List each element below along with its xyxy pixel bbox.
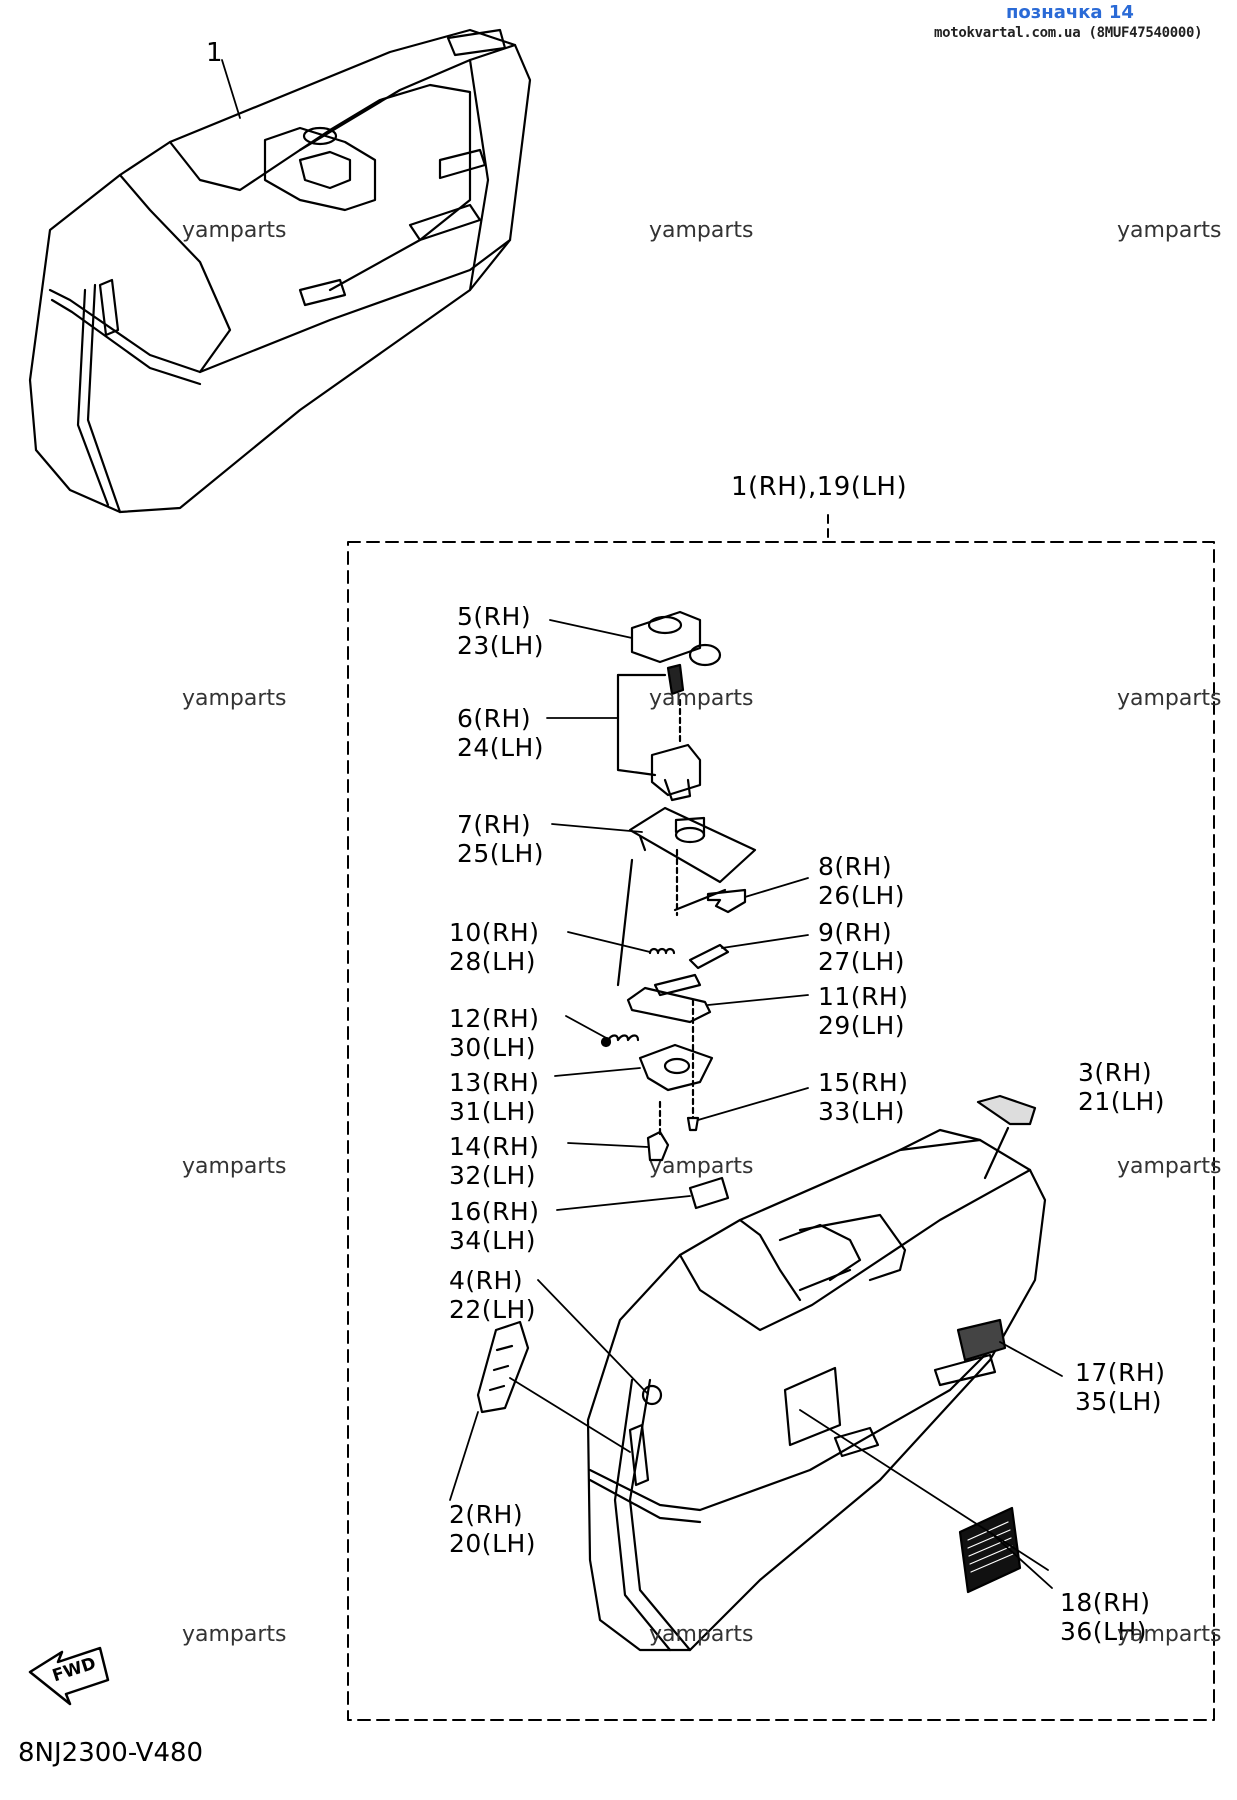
- callout-lh: 28(LH): [449, 947, 537, 976]
- callout-6-24: 6(RH) 24(LH): [457, 704, 544, 762]
- callout-4-22: 4(RH) 22(LH): [449, 1266, 536, 1324]
- callout-rh: 6(RH): [457, 704, 532, 733]
- callout-rh: 14(RH): [449, 1132, 540, 1161]
- callout-2-20: 2(RH) 20(LH): [449, 1500, 536, 1558]
- callout-rh: 4(RH): [449, 1266, 524, 1295]
- watermark: yamparts: [649, 686, 754, 711]
- callout-9-27: 9(RH) 27(LH): [818, 918, 905, 976]
- callout-rh: 2(RH): [449, 1500, 524, 1529]
- header-title: позначка 14: [1006, 2, 1134, 23]
- callout-rh: 17(RH): [1075, 1358, 1166, 1387]
- callout-18-36: 18(RH) 36(LH): [1060, 1588, 1151, 1646]
- callout-lh: 35(LH): [1075, 1387, 1163, 1416]
- watermark: yamparts: [1117, 1622, 1222, 1647]
- diagram-code: 8NJ2300-V480: [18, 1738, 204, 1768]
- watermark: yamparts: [182, 686, 287, 711]
- watermark: yamparts: [649, 1622, 754, 1647]
- saddlebag-detail: [586, 1128, 1047, 1652]
- callout-16-34: 16(RH) 34(LH): [449, 1197, 540, 1255]
- callout-lh: 29(LH): [818, 1011, 906, 1040]
- callout-lh: 32(LH): [449, 1161, 537, 1190]
- callout-rh: 7(RH): [457, 810, 532, 839]
- callout-lh: 20(LH): [449, 1529, 537, 1558]
- watermark: yamparts: [182, 1154, 287, 1179]
- callout-13-31: 13(RH) 31(LH): [449, 1068, 540, 1126]
- callout-lh: 26(LH): [818, 881, 906, 910]
- callout-lh: 21(LH): [1078, 1087, 1166, 1116]
- callout-12-30: 12(RH) 30(LH): [449, 1004, 540, 1062]
- callout-10-28: 10(RH) 28(LH): [449, 918, 540, 976]
- callout-lh: 27(LH): [818, 947, 906, 976]
- callout-lh: 33(LH): [818, 1097, 906, 1126]
- callout-rh: 3(RH): [1078, 1058, 1153, 1087]
- callout-rh: 11(RH): [818, 982, 909, 1011]
- callout-rh: 8(RH): [818, 852, 893, 881]
- callout-14-32: 14(RH) 32(LH): [449, 1132, 540, 1190]
- saddlebag-overview: [28, 28, 532, 514]
- callout-lh: 36(LH): [1060, 1617, 1148, 1646]
- callout-lh: 23(LH): [457, 631, 545, 660]
- callout-rh: 16(RH): [449, 1197, 540, 1226]
- callout-lh: 30(LH): [449, 1033, 537, 1062]
- callout-rh: 9(RH): [818, 918, 893, 947]
- group-callout: 1(RH),19(LH): [731, 472, 908, 502]
- callout-rh: 10(RH): [449, 918, 540, 947]
- callout-rh: 12(RH): [449, 1004, 540, 1033]
- callout-8-26: 8(RH) 26(LH): [818, 852, 905, 910]
- callout-rh: 5(RH): [457, 602, 532, 631]
- header-source: motokvartal.com.ua (8MUF47540000): [934, 25, 1203, 41]
- callout-rh: 18(RH): [1060, 1588, 1151, 1617]
- watermark: yamparts: [649, 218, 754, 243]
- callout-lh: 25(LH): [457, 839, 545, 868]
- watermark: yamparts: [182, 1622, 287, 1647]
- callout-top-1: 1: [206, 38, 223, 68]
- callout-3-21: 3(RH) 21(LH): [1078, 1058, 1165, 1116]
- callout-17-35: 17(RH) 35(LH): [1075, 1358, 1166, 1416]
- watermark: yamparts: [649, 1154, 754, 1179]
- watermark: yamparts: [1117, 218, 1222, 243]
- callout-11-29: 11(RH) 29(LH): [818, 982, 909, 1040]
- callout-lh: 31(LH): [449, 1097, 537, 1126]
- callout-5-23: 5(RH) 23(LH): [457, 602, 544, 660]
- callout-lh: 24(LH): [457, 733, 545, 762]
- callout-rh: 15(RH): [818, 1068, 909, 1097]
- callout-7-25: 7(RH) 25(LH): [457, 810, 544, 868]
- callout-rh: 13(RH): [449, 1068, 540, 1097]
- watermark: yamparts: [1117, 1154, 1222, 1179]
- callout-lh: 34(LH): [449, 1226, 537, 1255]
- fwd-arrow-icon: [28, 1646, 110, 1706]
- watermark: yamparts: [182, 218, 287, 243]
- callout-lh: 22(LH): [449, 1295, 537, 1324]
- callout-15-33: 15(RH) 33(LH): [818, 1068, 909, 1126]
- watermark: yamparts: [1117, 686, 1222, 711]
